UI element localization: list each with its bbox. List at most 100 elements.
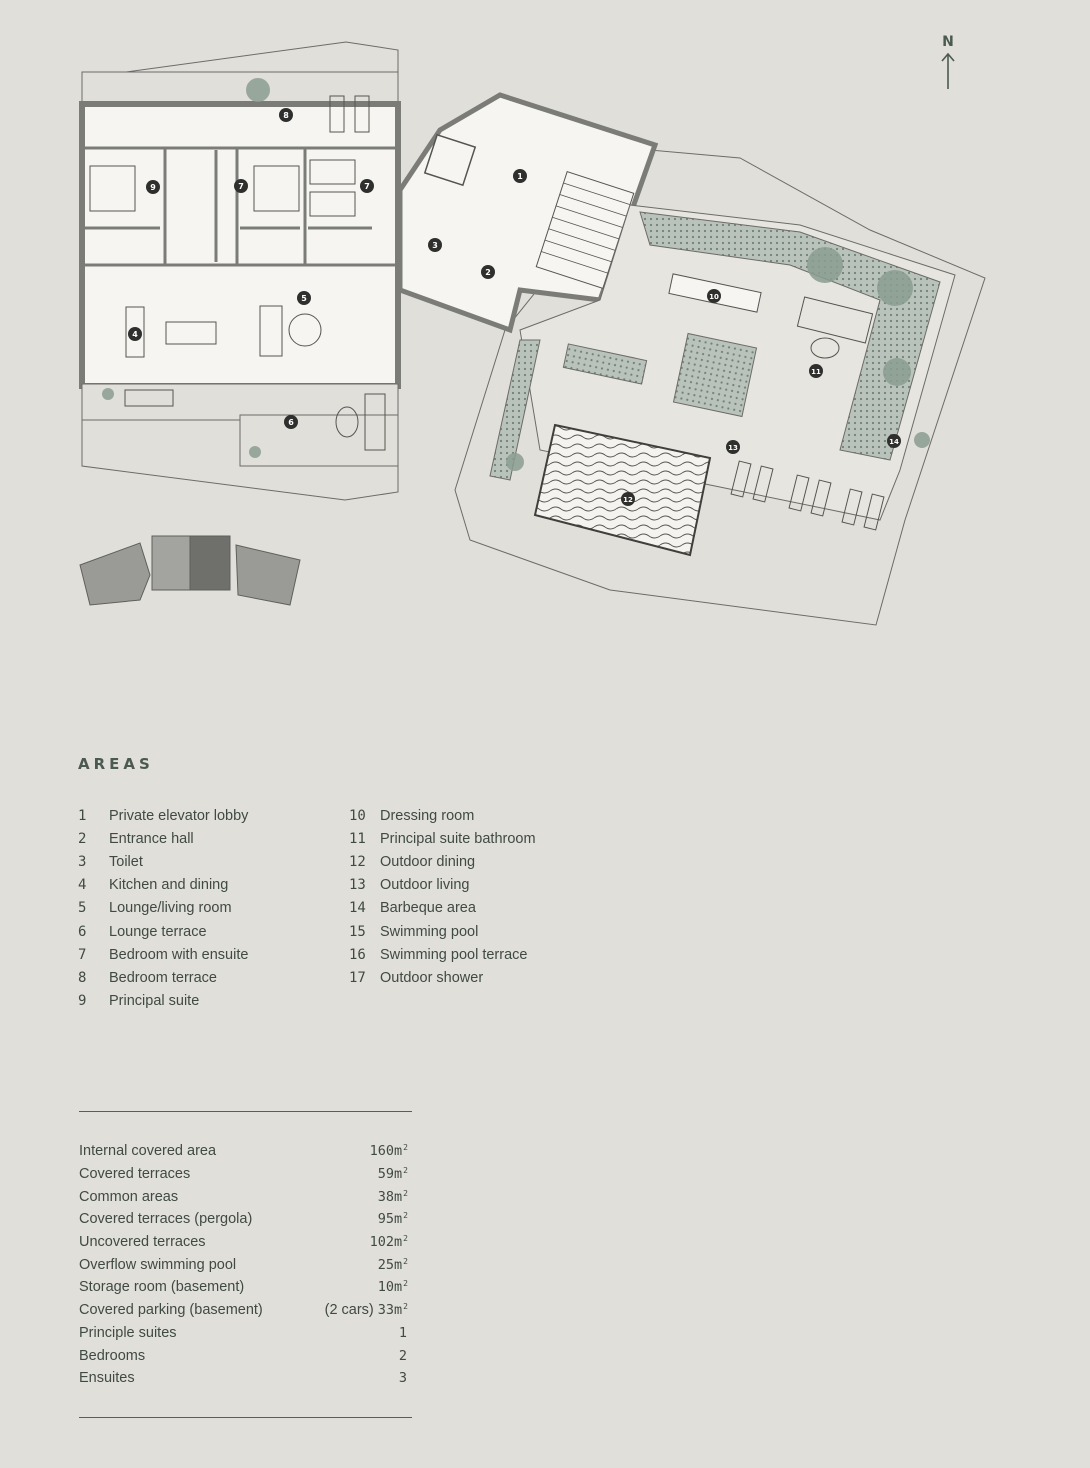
north-indicator: N (930, 34, 966, 90)
stat-value-unit-superscript: 2 (403, 1211, 408, 1221)
area-number: 12 (349, 853, 366, 870)
area-number: 9 (78, 993, 87, 1010)
svg-text:13: 13 (728, 444, 738, 452)
area-label: Principal suite bathroom (380, 830, 536, 847)
room-markers: 1 2 3 4 5 6 7 7 8 9 10 11 12 13 14 (128, 108, 901, 506)
stat-value-unit-superscript: 2 (403, 1188, 408, 1198)
room-marker-11: 11 (809, 364, 823, 378)
stat-value: 38m2 (378, 1189, 408, 1205)
site-boundary-west (81, 41, 399, 501)
stat-value: 59m2 (378, 1166, 408, 1182)
stat-row: Uncovered terraces 102m2 (79, 1231, 408, 1254)
area-number: 8 (78, 969, 87, 986)
svg-text:11: 11 (811, 368, 821, 376)
north-label: N (942, 34, 954, 50)
stat-label: Bedrooms (79, 1347, 146, 1364)
svg-text:7: 7 (238, 182, 244, 191)
stat-label: Uncovered terraces (79, 1234, 206, 1251)
room-marker-3: 3 (428, 238, 442, 252)
room-marker-1: 1 (513, 169, 527, 183)
area-label: Lounge terrace (109, 923, 207, 940)
stat-row: Bedrooms 2 (79, 1344, 408, 1367)
area-label: Lounge/living room (109, 900, 232, 917)
stat-value-number: 33m (377, 1302, 403, 1319)
stat-label: Common areas (79, 1188, 179, 1205)
area-label: Swimming pool terrace (380, 946, 528, 963)
area-number: 6 (78, 923, 87, 940)
area-number: 1 (78, 807, 87, 824)
room-marker-14: 14 (887, 434, 901, 448)
area-item: 5 Lounge/living room (78, 897, 248, 920)
area-number: 3 (78, 853, 87, 870)
room-marker-7a: 7 (234, 179, 248, 193)
stat-value: 3 (399, 1370, 408, 1386)
area-label: Outdoor dining (380, 853, 476, 870)
stat-row: Covered terraces 59m2 (79, 1163, 408, 1186)
area-number: 13 (349, 877, 366, 894)
svg-text:3: 3 (432, 241, 438, 250)
stat-value-number: 3 (398, 1370, 407, 1387)
west-block (79, 101, 401, 389)
svg-text:6: 6 (288, 418, 294, 427)
stat-value: 2 (399, 1348, 408, 1364)
stat-value-unit-superscript: 2 (403, 1279, 408, 1289)
stat-value: 102m2 (370, 1234, 408, 1250)
area-label: Private elevator lobby (109, 807, 249, 824)
stat-value-unit-superscript: 2 (403, 1302, 408, 1312)
area-number: 10 (349, 807, 366, 824)
stat-value: 160m2 (370, 1143, 408, 1159)
planting-bed-north (639, 211, 941, 461)
stat-value-prefix: (2 cars) (324, 1302, 378, 1319)
area-item: 8 Bedroom terrace (78, 966, 248, 989)
areas-title: AREAS (78, 755, 154, 773)
area-label: Entrance hall (109, 830, 194, 847)
room-marker-8: 8 (279, 108, 293, 122)
stat-value-number: 38m (377, 1188, 403, 1205)
living-furniture (124, 95, 386, 451)
area-number: 4 (78, 877, 87, 894)
area-number: 17 (349, 969, 366, 986)
room-marker-4: 4 (128, 327, 142, 341)
room-marker-10: 10 (707, 289, 721, 303)
area-label: Outdoor shower (380, 969, 484, 986)
area-number: 11 (349, 830, 366, 847)
floor-plan: 1 2 3 4 5 6 7 7 8 9 10 11 12 13 14 (79, 41, 986, 626)
area-label: Bedroom terrace (109, 969, 217, 986)
stat-row: Covered terraces (pergola)95m2 (79, 1208, 408, 1231)
stat-row: Covered parking (basement)(2 cars) 33m2 (79, 1299, 408, 1322)
svg-text:14: 14 (889, 438, 899, 446)
stat-value-number: 102m (369, 1234, 403, 1251)
room-marker-5: 5 (297, 291, 311, 305)
svg-text:8: 8 (283, 111, 289, 120)
svg-text:4: 4 (132, 330, 138, 339)
room-marker-7b: 7 (360, 179, 374, 193)
stats-top-rule (79, 1111, 412, 1112)
area-label: Toilet (109, 853, 143, 870)
stat-label: Covered terraces (79, 1166, 191, 1183)
stat-value-number: 1 (398, 1324, 407, 1341)
svg-text:5: 5 (301, 294, 307, 303)
stat-value-number: 59m (377, 1166, 403, 1183)
room-marker-13: 13 (726, 440, 740, 454)
stat-value: 1 (399, 1325, 408, 1341)
stat-value-number: 95m (377, 1211, 403, 1228)
area-number: 5 (78, 900, 87, 917)
stat-label: Principle suites (79, 1324, 177, 1341)
stat-value-number: 2 (398, 1347, 407, 1364)
stat-value-unit-superscript: 2 (403, 1256, 408, 1266)
room-marker-12: 12 (621, 492, 635, 506)
north-arrow-icon (941, 52, 955, 89)
stat-value: 25m2 (378, 1257, 408, 1273)
svg-text:2: 2 (485, 268, 491, 277)
area-item: 1 Private elevator lobby (78, 804, 248, 827)
swimming-pool (533, 423, 712, 557)
